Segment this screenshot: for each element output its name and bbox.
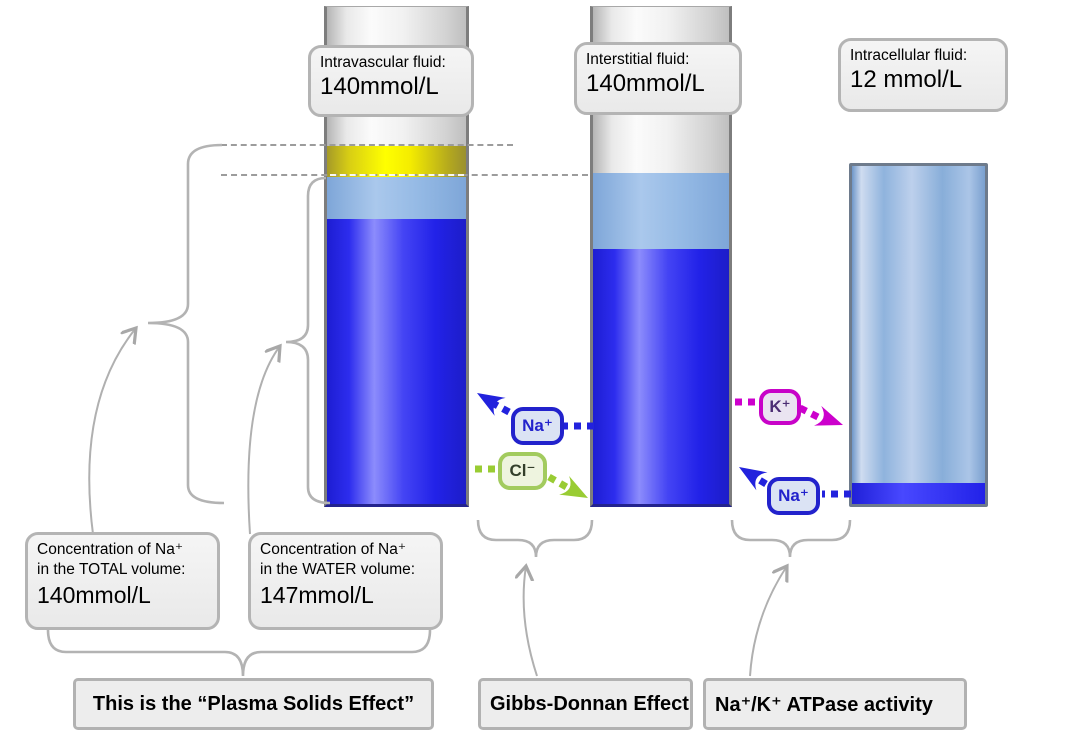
intracellular-label: Intracellular fluid:	[850, 47, 968, 64]
intravascular-label: Intravascular fluid:	[320, 54, 446, 71]
arrow-atpase-caption	[749, 566, 787, 677]
sodium-atpase-arrowhead	[733, 458, 768, 491]
arrow-gibbs-caption	[524, 566, 538, 677]
interstitial-label-panel: Interstitial fluid: 140mmol/L	[574, 42, 742, 115]
total-volume-callout: Concentration of Na⁺ in the TOTAL volume…	[25, 532, 220, 630]
intravascular-value: 140mmol/L	[320, 73, 439, 100]
chloride-gibbs-arrowhead	[559, 476, 593, 508]
sodium-badge-atpase-label: Na⁺	[778, 486, 809, 505]
plasma-solids-caption: This is the “Plasma Solids Effect”	[73, 678, 434, 730]
interstitial-label: Interstitial fluid:	[586, 51, 690, 68]
sodium-badge-atpase: Na⁺	[767, 477, 820, 515]
sodium-gibbs-arrowhead	[471, 383, 506, 416]
gibbs-donnan-caption: Gibbs-Donnan Effect	[478, 678, 693, 730]
intracellular-label-panel: Intracellular fluid: 12 mmol/L	[838, 38, 1008, 112]
atpase-caption: Na⁺/K⁺ ATPase activity	[703, 678, 967, 730]
intracellular-sodium-band	[852, 483, 985, 504]
potassium-badge-atpase: K⁺	[759, 389, 801, 425]
brace-atpase-gap	[730, 519, 852, 558]
water-top-level-line-highlight	[330, 174, 464, 176]
plasma-solids-caption-text: This is the “Plasma Solids Effect”	[92, 692, 415, 715]
chloride-badge-gibbs-label: Cl⁻	[509, 461, 536, 480]
water-volume-line1: Concentration of Na⁺	[260, 541, 407, 558]
gibbs-donnan-caption-text: Gibbs-Donnan Effect	[490, 692, 689, 715]
solids-top-level-line	[221, 144, 513, 146]
atpase-caption-text: Na⁺/K⁺ ATPase activity	[715, 693, 933, 716]
potassium-atpase-arrowhead	[814, 405, 847, 435]
water-volume-value: 147mmol/L	[260, 582, 374, 608]
brace-total-volume	[147, 143, 225, 505]
sodium-badge-gibbs: Na⁺	[511, 407, 564, 445]
water-volume-line2: in the WATER volume:	[260, 561, 416, 578]
arrow-total-callout	[88, 328, 136, 535]
interstitial-fluid-band	[593, 249, 729, 504]
chloride-badge-gibbs: Cl⁻	[498, 452, 547, 490]
intravascular-water-band	[327, 177, 466, 219]
sodium-badge-gibbs-label: Na⁺	[522, 416, 553, 435]
potassium-badge-atpase-label: K⁺	[769, 397, 791, 416]
brace-gibbs-gap	[476, 519, 594, 558]
total-volume-line2: in the TOTAL volume:	[37, 561, 186, 578]
intravascular-fluid-band	[327, 219, 466, 504]
water-volume-callout: Concentration of Na⁺ in the WATER volume…	[248, 532, 443, 630]
total-volume-value: 140mmol/L	[37, 582, 151, 608]
plasma-solids-band	[327, 146, 466, 177]
total-volume-line1: Concentration of Na⁺	[37, 541, 184, 558]
interstitial-water-band	[593, 173, 729, 249]
arrow-water-callout	[247, 346, 280, 535]
intravascular-label-panel: Intravascular fluid: 140mmol/L	[308, 45, 474, 117]
intracellular-cell	[849, 163, 988, 507]
brace-callouts	[46, 629, 432, 677]
interstitial-value: 140mmol/L	[586, 70, 705, 97]
intracellular-value: 12 mmol/L	[850, 66, 963, 93]
